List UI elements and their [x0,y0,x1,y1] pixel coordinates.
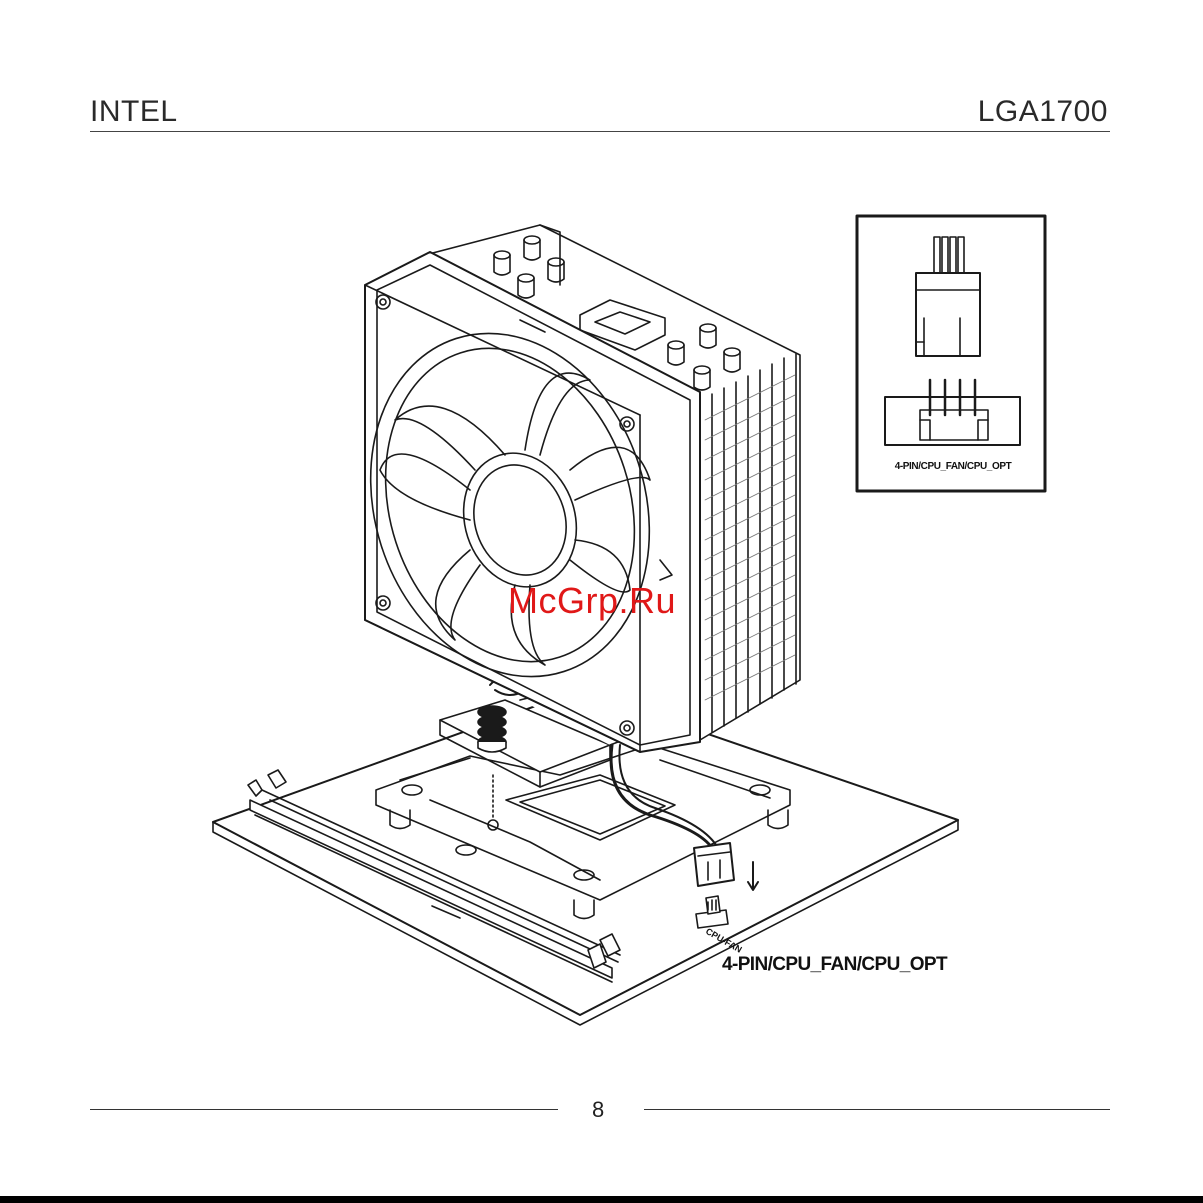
connector-callout-label: 4-PIN/CPU_FAN/CPU_OPT [722,954,947,976]
inset-connector-label: 4-PIN/CPU_FAN/CPU_OPT [860,461,1046,472]
footer-divider-left [90,1109,558,1110]
fan-connector-plug-illustration [694,843,734,886]
footer-divider-right [644,1109,1110,1110]
spring-screw-illustration [478,706,506,752]
connector-detail-inset [857,216,1045,491]
bottom-edge-bar [0,1196,1203,1203]
watermark-text: McGrp.Ru [508,580,676,622]
page-number: 8 [592,1097,604,1123]
